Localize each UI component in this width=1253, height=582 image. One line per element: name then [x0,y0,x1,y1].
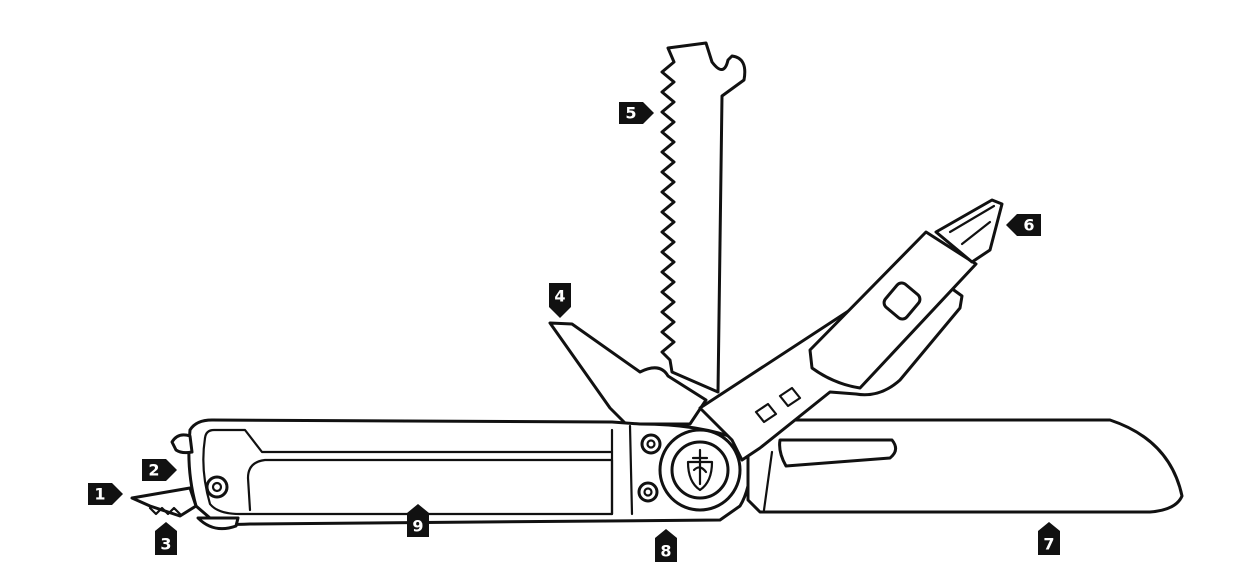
svg-text:9: 9 [412,517,423,536]
callout-3: 3 [155,522,177,555]
torx-screw-icon [637,481,659,503]
svg-text:2: 2 [148,461,159,480]
callout-7: 7 [1038,522,1060,555]
pry-tool [548,321,708,426]
hook-blade [130,433,240,531]
callout-4: 4 [549,283,571,318]
torx-screw-icon [205,475,229,499]
svg-text:8: 8 [660,542,671,561]
callout-6: 6 [1006,214,1041,236]
callout-8: 8 [655,529,677,562]
svg-text:4: 4 [554,287,565,306]
svg-text:5: 5 [625,104,636,123]
knife-blade [746,418,1184,514]
bit-driver-arm [698,198,1004,462]
saw-wrench-tool [660,41,747,394]
callouts: 1 2 3 4 5 6 7 8 [88,102,1060,562]
gerber-logo-icon [686,448,714,492]
callout-2: 2 [142,459,177,481]
svg-text:6: 6 [1023,216,1034,235]
callout-5: 5 [619,102,654,124]
callout-9: 9 [407,504,429,537]
svg-text:7: 7 [1043,535,1054,554]
svg-text:3: 3 [160,535,171,554]
torx-screw-icon [640,433,662,455]
pivot [658,428,742,512]
callout-1: 1 [88,483,123,505]
svg-text:1: 1 [94,485,105,504]
